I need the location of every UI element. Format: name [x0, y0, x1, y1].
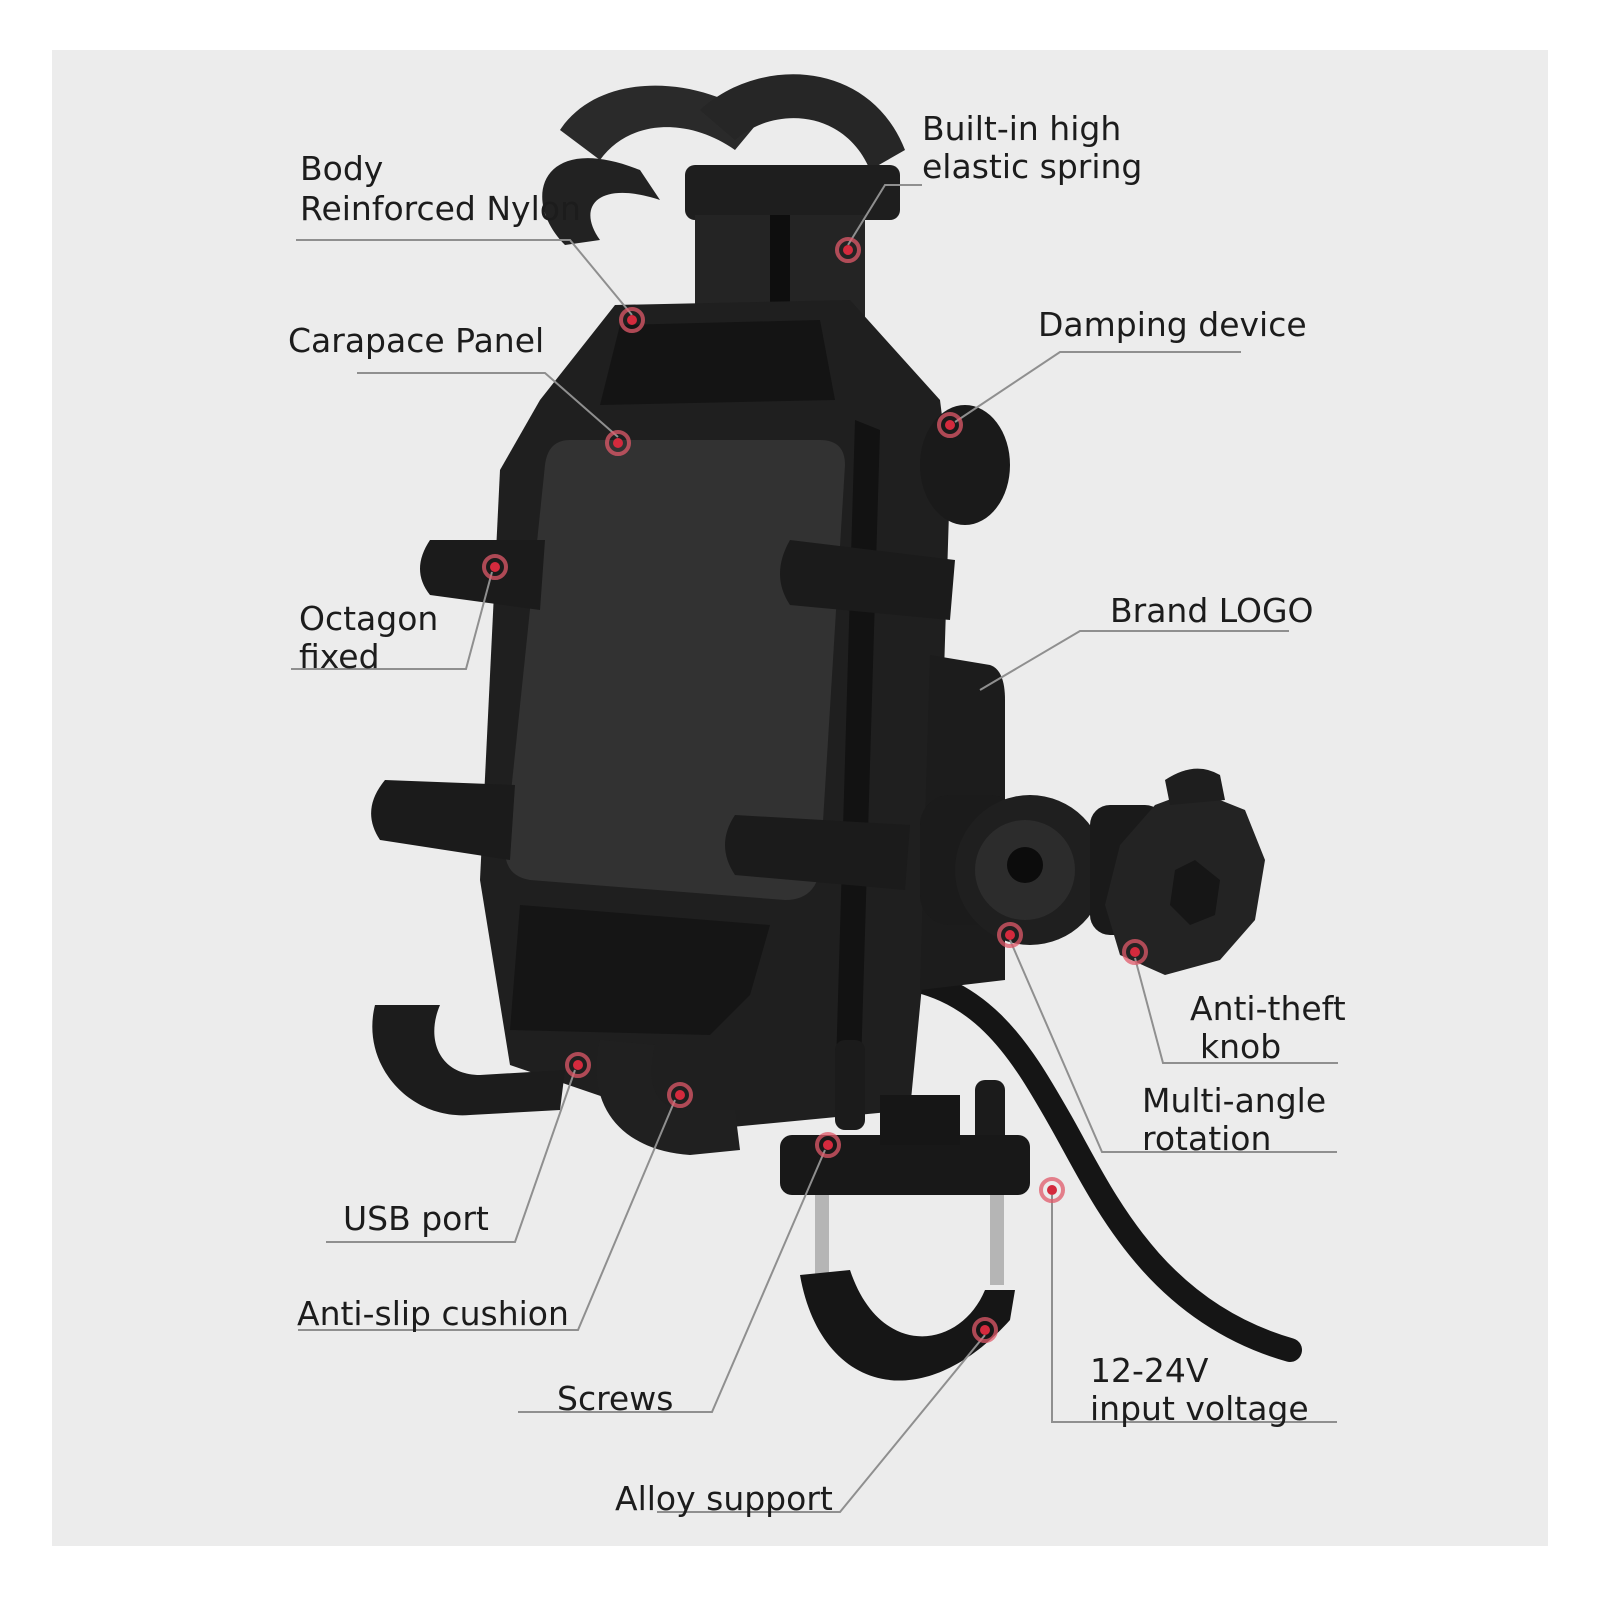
marker-carapace [605, 430, 631, 456]
marker-knob [1122, 939, 1148, 965]
label-octagon: Octagon fixed [299, 599, 449, 676]
marker-usb [565, 1052, 591, 1078]
label-voltage: 12-24V input voltage [1090, 1351, 1309, 1428]
charging-cable [868, 963, 1302, 1362]
label-logo: Brand LOGO [1110, 591, 1314, 630]
damping-device [920, 405, 1010, 525]
label-spring: Built-in high elastic spring [922, 109, 1142, 186]
label-carapace: Carapace Panel [288, 321, 544, 360]
marker-voltage [1039, 1177, 1065, 1203]
phone-holder-illustration [371, 74, 1302, 1381]
top-grip-arms [542, 74, 905, 320]
label-rotation: Multi-angle rotation [1142, 1081, 1337, 1158]
label-knob: Anti-theft knob [1190, 989, 1356, 1066]
marker-rotation [997, 922, 1023, 948]
marker-screws [815, 1132, 841, 1158]
side-grips [371, 540, 955, 890]
label-usb: USB port [343, 1199, 489, 1238]
alloy-bracket [780, 1040, 1030, 1381]
bottom-grip-arms [372, 1005, 740, 1155]
marker-dots [482, 237, 1148, 1343]
label-body: Body Reinforced Nylon [300, 149, 581, 228]
label-damping: Damping device [1038, 305, 1307, 344]
marker-spring [835, 237, 861, 263]
label-alloy: Alloy support [615, 1479, 833, 1518]
rotation-joint [920, 795, 1105, 945]
marker-cushion [667, 1082, 693, 1108]
marker-damping [937, 412, 963, 438]
marker-body [619, 307, 645, 333]
carapace-panel [505, 440, 845, 900]
labels: Body Reinforced Nylon Built-in high elas… [288, 109, 1356, 1518]
marker-octagon [482, 554, 508, 580]
anti-theft-knob [1090, 768, 1265, 975]
label-cushion: Anti-slip cushion [297, 1294, 569, 1333]
leader-lines [291, 184, 1338, 1513]
label-screws: Screws [557, 1379, 673, 1418]
marker-alloy [972, 1317, 998, 1343]
